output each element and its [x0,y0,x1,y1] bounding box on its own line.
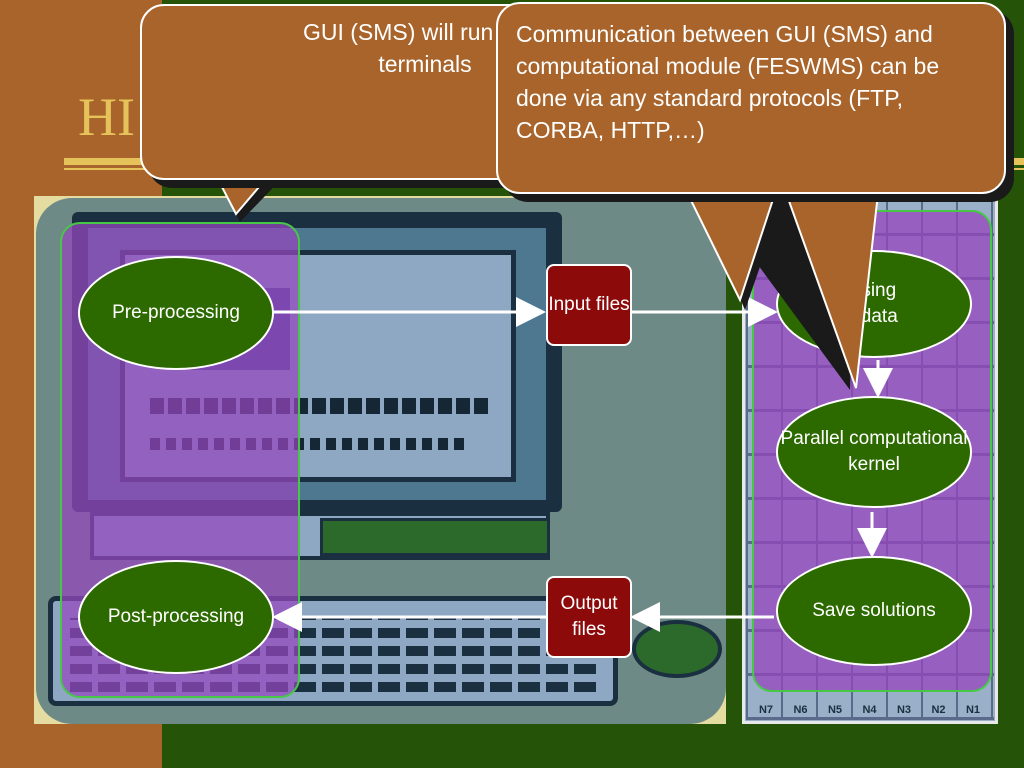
rack-node-label: N2 [931,704,946,716]
callout-communication: Communication between GUI (SMS) and comp… [496,2,1006,194]
disk-drive-graphic [320,518,550,556]
input-files-box: Input files [546,264,632,346]
slide-title: HI [78,87,135,147]
rack-node-label: N3 [896,704,912,716]
output-files-box: Output files [546,576,632,658]
pre-processing-node: Pre-processing [78,256,274,370]
rack-node-label: N1 [965,704,981,716]
parallel-kernel-node: Parallel computational kernel [776,396,972,508]
rack-node-label: N7 [758,704,774,716]
rack-node-label: N4 [862,704,877,716]
save-solutions-node: Save solutions [776,556,972,666]
rack-node-label: N5 [827,704,843,716]
post-processing-node: Post-processing [78,560,274,674]
rack-node-label: N6 [793,704,808,716]
